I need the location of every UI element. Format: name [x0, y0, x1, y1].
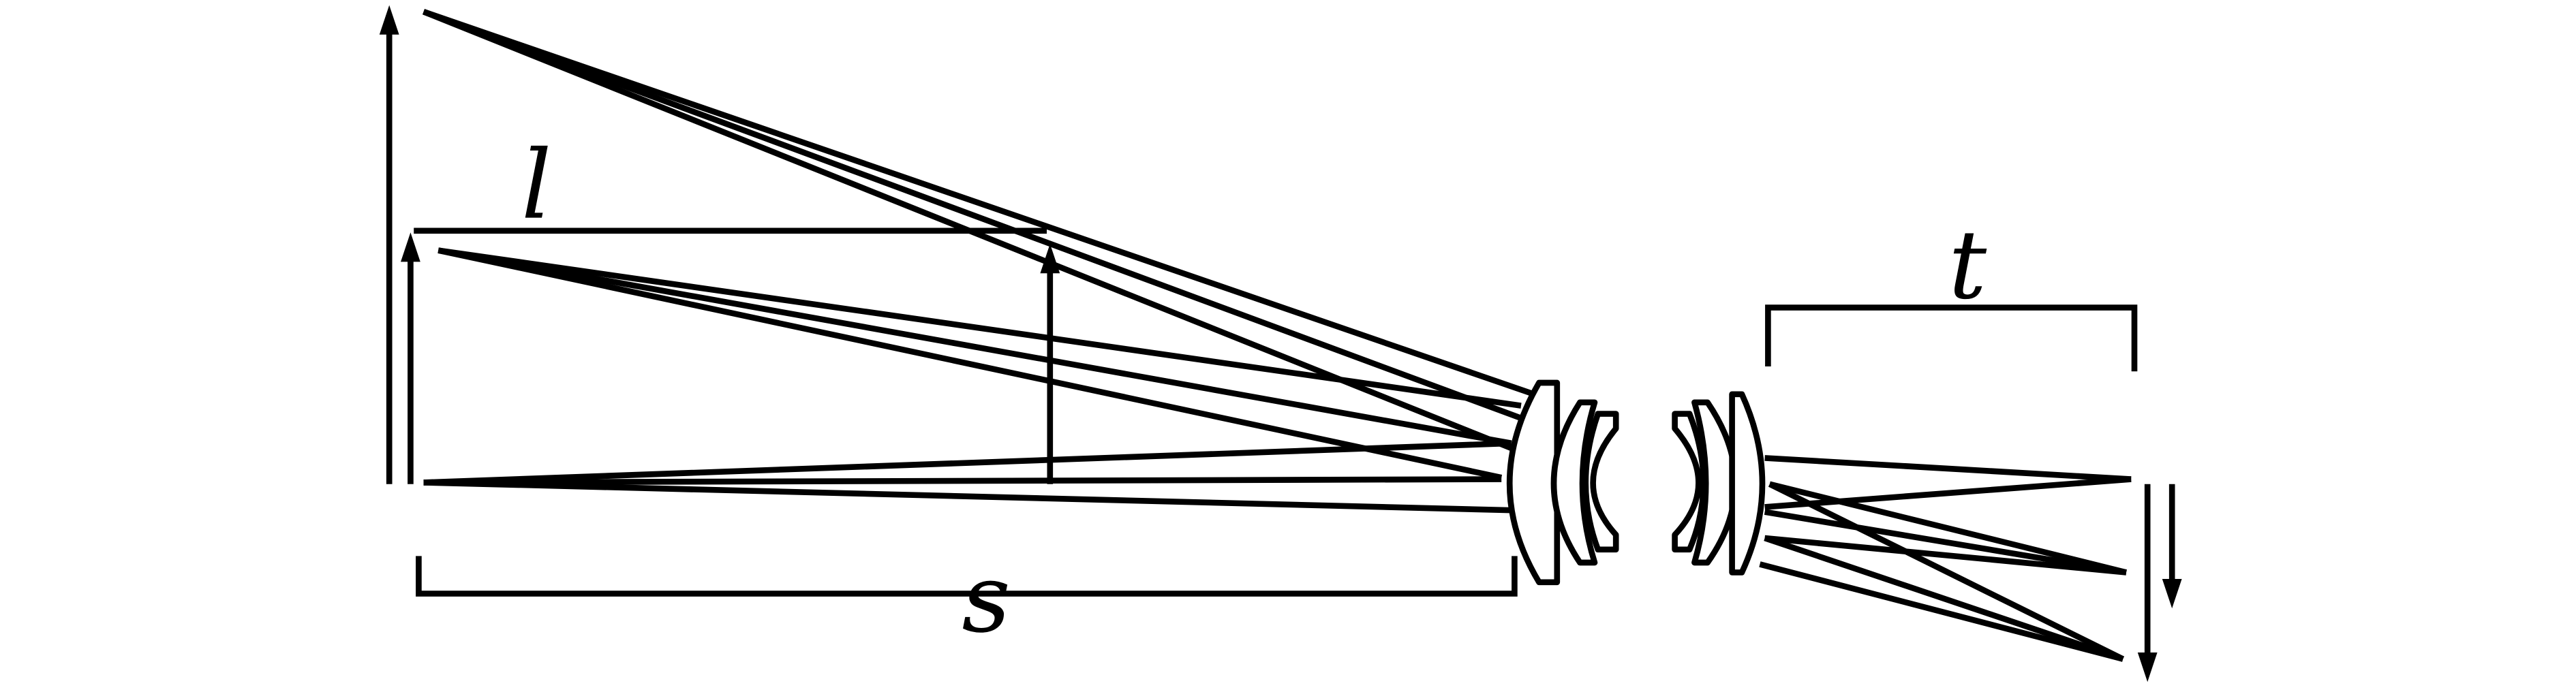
ray-top-2	[423, 9, 1524, 422]
image-height-arrow-short-head	[2162, 579, 2182, 609]
image-ray-5	[1764, 535, 2127, 576]
ray-axis-1	[423, 440, 1512, 486]
lens-element-5	[1691, 399, 1738, 566]
object-height-arrow-short-head	[401, 232, 420, 262]
image-ray-6	[1768, 481, 2125, 662]
ray-mid-3	[438, 247, 1503, 481]
dimension-s-label: s	[962, 544, 1010, 654]
image-height-arrow-tall-head	[2137, 652, 2158, 682]
lens-element-6	[1729, 391, 1766, 576]
ray-axis-3	[423, 479, 1514, 514]
dimension-t-label: t	[1948, 210, 1987, 320]
dimension-markers: l s t	[414, 130, 2138, 654]
dimension-t-bracket	[1765, 304, 2138, 372]
dimension-s-bracket	[416, 556, 1518, 597]
dimension-l-label: l	[521, 130, 552, 240]
image-ray-3	[1768, 481, 2128, 576]
intermediate-image-arrow-head	[1040, 244, 1060, 274]
ray-axis-2	[423, 476, 1502, 486]
object-side-rays	[422, 9, 1535, 514]
image-ray-1	[1764, 455, 2132, 482]
lens-element-4	[1672, 411, 1706, 553]
ray-mid-1	[438, 247, 1522, 409]
image-side-rays	[1759, 455, 2132, 662]
lens-element-2	[1550, 399, 1598, 566]
ray-mid-2	[438, 247, 1512, 447]
object-height-arrow-tall-head	[379, 5, 399, 35]
ray-top-1	[423, 9, 1535, 397]
image-ray-2	[1764, 476, 2132, 510]
lens-element-1	[1506, 379, 1561, 586]
image-ray-7	[1764, 535, 2124, 662]
image-ray-4	[1764, 509, 2127, 576]
image-ray-8	[1759, 561, 2124, 662]
field-arrows	[379, 5, 2182, 682]
lens-group	[1506, 379, 1766, 586]
lens-element-3	[1582, 411, 1619, 553]
